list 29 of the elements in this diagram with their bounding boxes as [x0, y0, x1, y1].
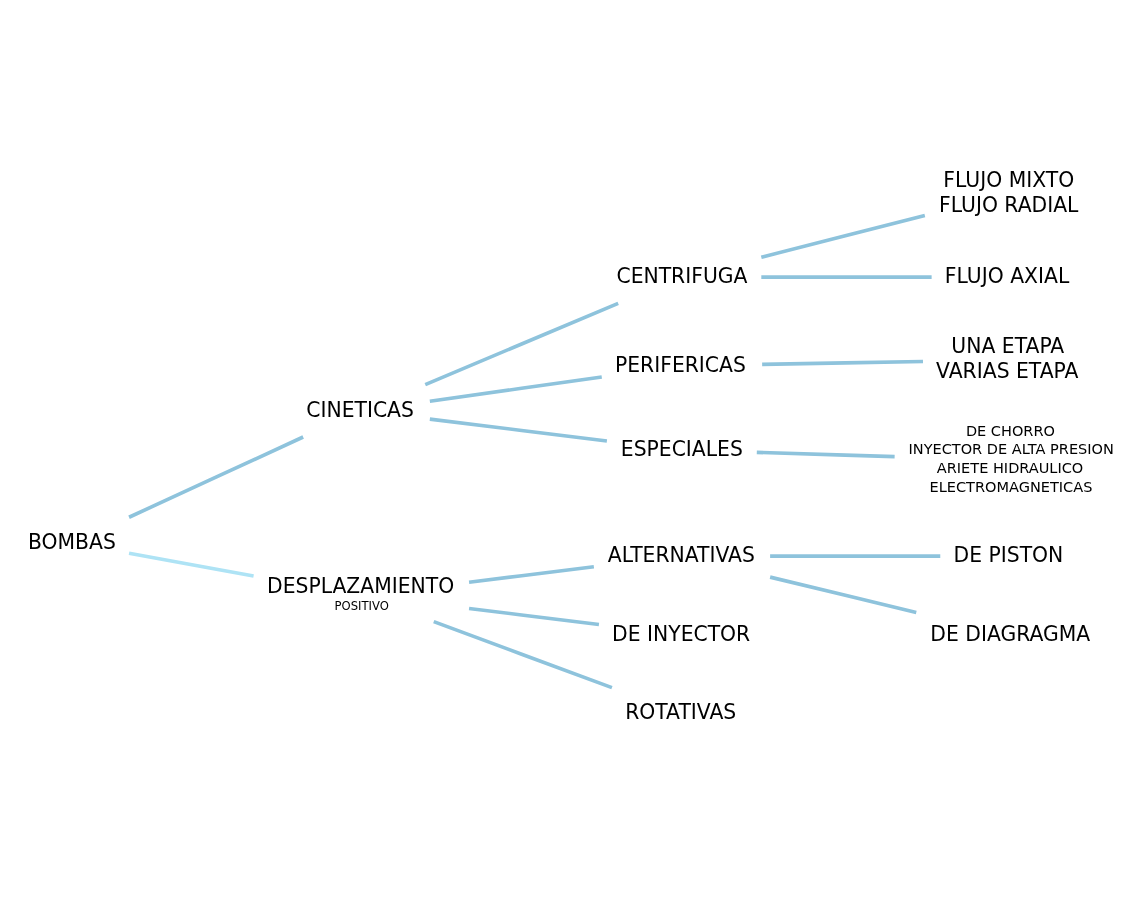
node-text: ROTATIVAS [625, 700, 737, 725]
connector [770, 554, 941, 558]
node-text: DE INYECTOR [612, 621, 751, 646]
node-text: DE CHORRO INYECTOR DE ALTA PRESION ARIETE HIDRAULICO ELECTROMAGNETICAS [908, 422, 1114, 496]
node-text: FLUJO MIXTO FLUJO RADIAL [939, 168, 1079, 218]
connector [433, 619, 613, 690]
connector [128, 551, 254, 578]
connector [760, 213, 926, 259]
connector [429, 417, 608, 443]
node-text: DE DIAGRAGMA [930, 621, 1091, 646]
connector [769, 575, 917, 615]
connector [468, 565, 595, 585]
connector [756, 450, 895, 459]
node-text: ESPECIALES [620, 437, 743, 462]
node-text: ALTERNATIVAS [607, 543, 755, 568]
node-text: FLUJO AXIAL [944, 264, 1070, 289]
connector [761, 275, 932, 279]
node-text: CENTRIFUGA [616, 264, 748, 289]
connector [429, 375, 602, 404]
connector [128, 435, 304, 519]
connector [468, 606, 600, 627]
connector [424, 301, 619, 387]
node-text: BOMBAS [28, 530, 116, 555]
node-text: DESPLAZAMIENTO POSITIVO [267, 573, 455, 614]
node-text: CINETICAS [306, 397, 414, 422]
connector [762, 359, 923, 367]
node-text: PERIFERICAS [615, 352, 746, 377]
node-text: DE PISTON [953, 543, 1064, 568]
node-text: UNA ETAPA VARIAS ETAPA [936, 333, 1079, 383]
